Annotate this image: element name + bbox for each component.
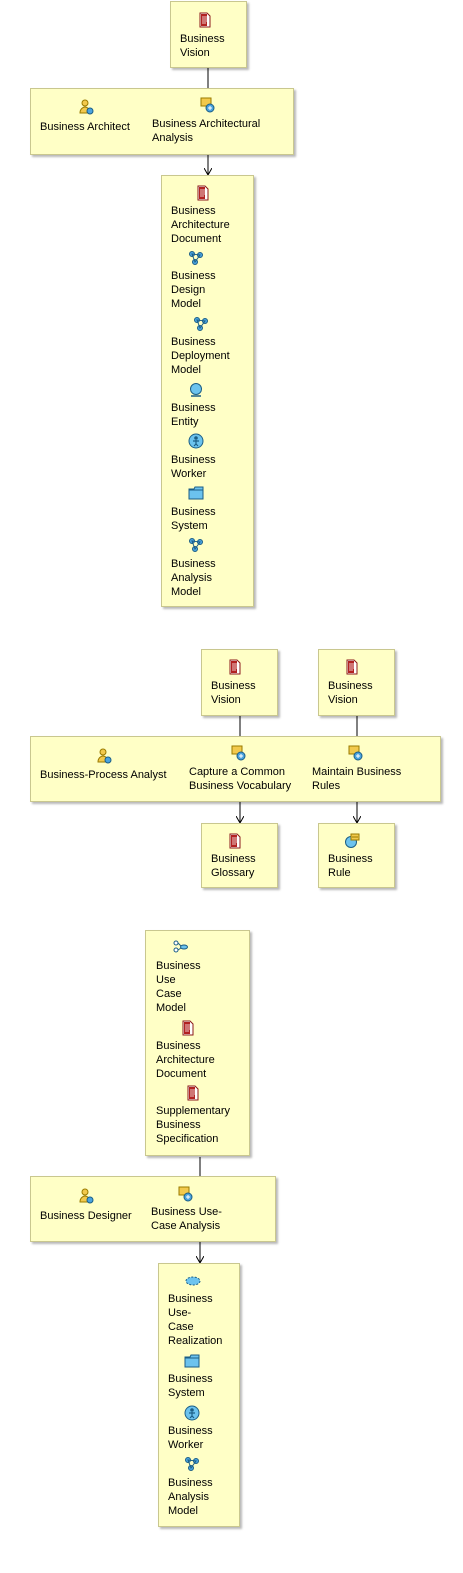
role-icon	[78, 1188, 94, 1204]
output-artifacts-group	[161, 175, 254, 607]
input-artifact-label[interactable]: Supplementary Business Specification	[156, 1105, 230, 1145]
worker-icon	[184, 1405, 200, 1421]
activity-swimlane	[30, 1176, 276, 1242]
task-icon	[231, 745, 247, 761]
document-icon	[227, 833, 243, 849]
business-vision-artifact-left[interactable]: Business Vision	[201, 649, 278, 716]
business-vision-artifact[interactable]: Business Vision	[170, 1, 247, 68]
output-artifact-label[interactable]: Business Worker	[171, 454, 216, 480]
output-artifact-label[interactable]: Business Deployment Model	[171, 336, 230, 376]
document-icon	[227, 659, 243, 675]
task-label[interactable]: Maintain Business Rules	[312, 766, 402, 792]
output-artifact-label[interactable]: Business System	[171, 506, 216, 532]
output-artifacts-group	[158, 1263, 240, 1527]
document-icon	[185, 1085, 201, 1101]
input-artifact-label[interactable]: Business Architecture Document	[156, 1040, 215, 1080]
model-icon	[184, 1456, 200, 1472]
model-icon	[188, 537, 204, 553]
business-glossary-artifact[interactable]: Business Glossary	[201, 823, 278, 888]
use-case-realization-icon	[185, 1273, 201, 1289]
task-icon	[178, 1186, 194, 1202]
system-folder-icon	[184, 1353, 200, 1369]
document-icon	[344, 659, 360, 675]
artifact-label: Business Vision	[180, 33, 225, 59]
activity-swimlane	[30, 88, 294, 155]
task-label[interactable]: Business Architectural Analysis	[152, 118, 261, 144]
output-artifact-label[interactable]: Business Worker	[168, 1425, 213, 1451]
business-vision-artifact-right[interactable]: Business Vision	[318, 649, 395, 716]
output-artifact-label[interactable]: Business Architecture Document	[171, 205, 230, 245]
role-label[interactable]: Business Designer	[40, 1210, 132, 1222]
system-folder-icon	[188, 485, 204, 501]
document-icon	[180, 1020, 196, 1036]
task-icon	[200, 97, 216, 113]
business-rule-artifact[interactable]: Business Rule	[318, 823, 395, 888]
output-artifact-label[interactable]: Business Entity	[171, 402, 216, 428]
role-label[interactable]: Business Architect	[40, 121, 130, 133]
output-artifact-label[interactable]: Business Analysis Model	[171, 558, 216, 598]
document-icon	[197, 12, 213, 28]
artifact-label: Business Vision	[328, 680, 373, 706]
rule-icon	[344, 833, 360, 849]
role-icon	[78, 99, 94, 115]
worker-icon	[188, 433, 204, 449]
output-artifact-label[interactable]: Business Use- Case Realization	[168, 1293, 223, 1347]
entity-icon	[188, 382, 204, 398]
artifact-label: Business Rule	[328, 853, 373, 879]
document-icon	[195, 185, 211, 201]
output-artifact-label[interactable]: Business Design Model	[171, 270, 216, 310]
use-case-model-icon	[172, 940, 188, 956]
role-icon	[96, 748, 112, 764]
task-label[interactable]: Capture a Common Business Vocabulary	[189, 766, 292, 792]
task-icon	[348, 745, 364, 761]
task-label[interactable]: Business Use- Case Analysis	[151, 1206, 222, 1232]
input-artifact-label[interactable]: Business Use Case Model	[156, 960, 201, 1014]
artifact-label: Business Vision	[211, 680, 256, 706]
output-artifact-label[interactable]: Business Analysis Model	[168, 1477, 213, 1517]
input-artifacts-group	[145, 930, 250, 1156]
model-icon	[193, 316, 209, 332]
output-artifact-label[interactable]: Business System	[168, 1373, 213, 1399]
model-icon	[188, 250, 204, 266]
artifact-label: Business Glossary	[211, 853, 256, 879]
role-label[interactable]: Business-Process Analyst	[40, 769, 167, 781]
